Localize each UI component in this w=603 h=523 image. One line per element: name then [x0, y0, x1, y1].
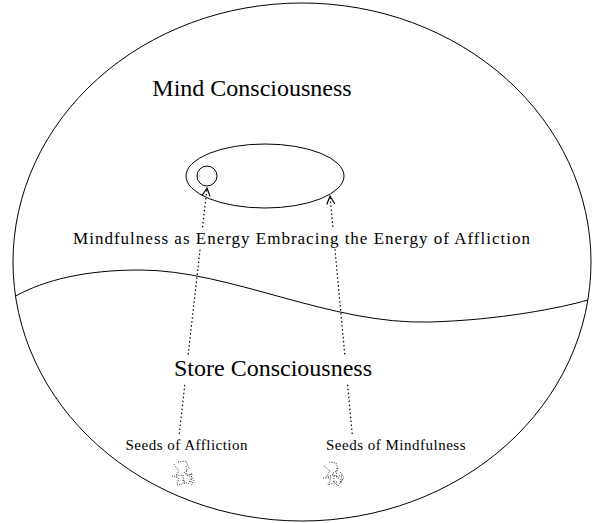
region-heading: Mind Consciousness	[151, 75, 352, 103]
consciousness-region: Seeds of Affliction Seeds of Mindfulness S…	[30, 335, 573, 515]
seed-group: Seeds of Mindfulness	[323, 437, 469, 497]
region-heading: Store Consciousness	[173, 355, 373, 383]
seed-scribble	[172, 461, 194, 486]
energy-ellipse: Mindfulness as Energy Embracing the Ener…	[185, 143, 345, 209]
seed-label: Seeds of Mindfulness	[325, 437, 467, 454]
energy-ellipse-outline	[186, 144, 344, 208]
energy-label: Mindfulness as Energy Embracing the Ener…	[72, 229, 532, 249]
affliction-energy-circle	[197, 166, 217, 186]
seed-scribble	[323, 462, 344, 486]
dotted-arrow	[179, 188, 207, 434]
seed-label: Seeds of Affliction	[125, 437, 250, 454]
seed-group: Seeds of Affliction	[123, 437, 252, 497]
consciousness-region: Mindfulness as Energy Embracing the Ener…	[30, 40, 573, 265]
ellipse-outline	[185, 143, 345, 209]
consciousness-outline	[13, 3, 591, 521]
divider-wave	[16, 270, 589, 322]
